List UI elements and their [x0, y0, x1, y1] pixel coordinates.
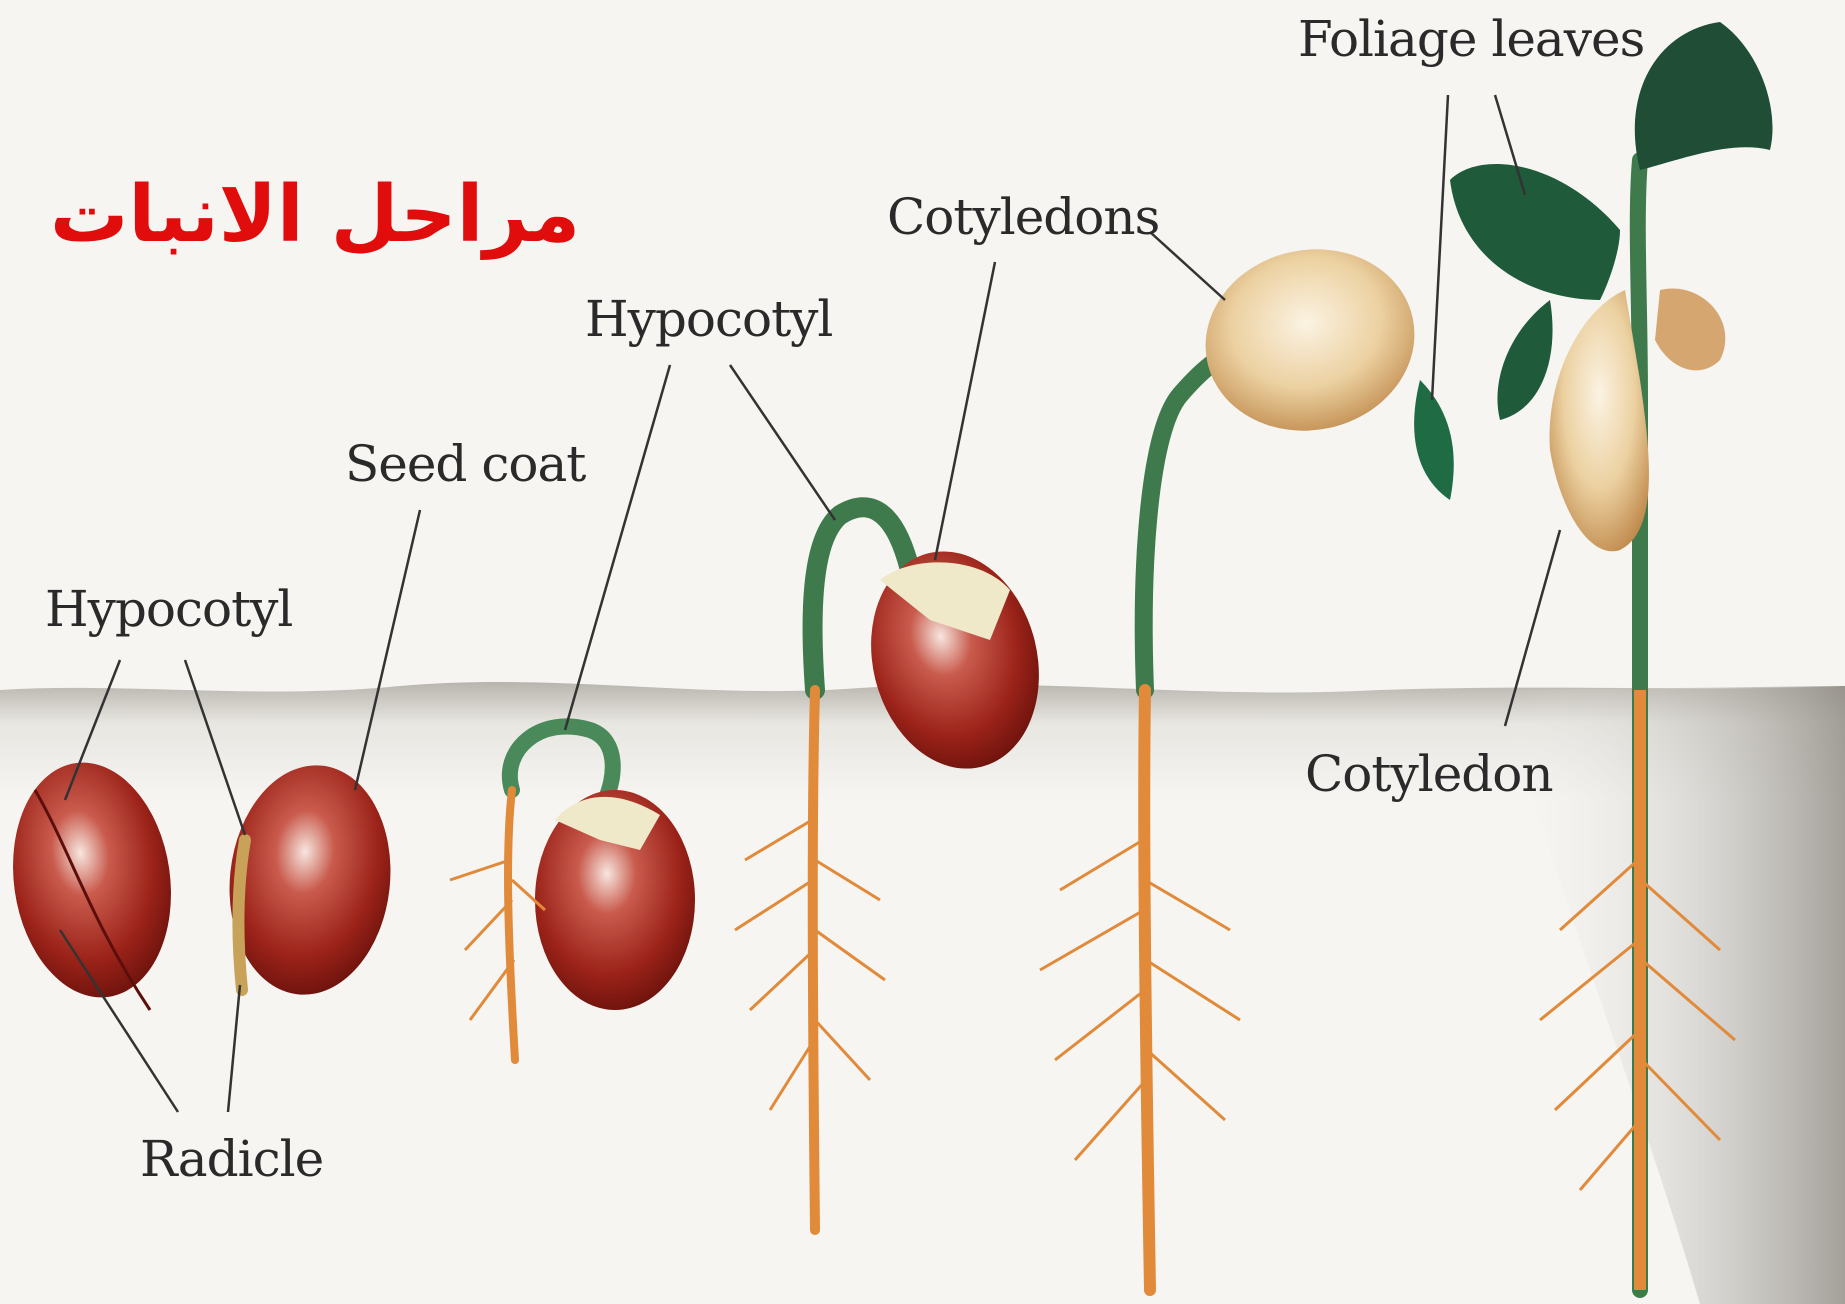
leaf-left: [1450, 164, 1620, 300]
label-hypocotyl-2: Hypocotyl: [585, 290, 832, 348]
soil-surface: [0, 682, 1845, 1304]
leaf-top: [1635, 22, 1773, 170]
label-cotyledon: Cotyledon: [1305, 745, 1553, 803]
seedling-stage-4: [735, 507, 1061, 1230]
page-title: مراحل الانبات: [50, 170, 580, 260]
label-radicle: Radicle: [140, 1130, 323, 1188]
label-foliage-leaves: Foliage leaves: [1298, 10, 1644, 68]
label-cotyledons: Cotyledons: [887, 188, 1159, 246]
label-hypocotyl-1: Hypocotyl: [45, 580, 292, 638]
label-seed-coat: Seed coat: [345, 435, 585, 493]
